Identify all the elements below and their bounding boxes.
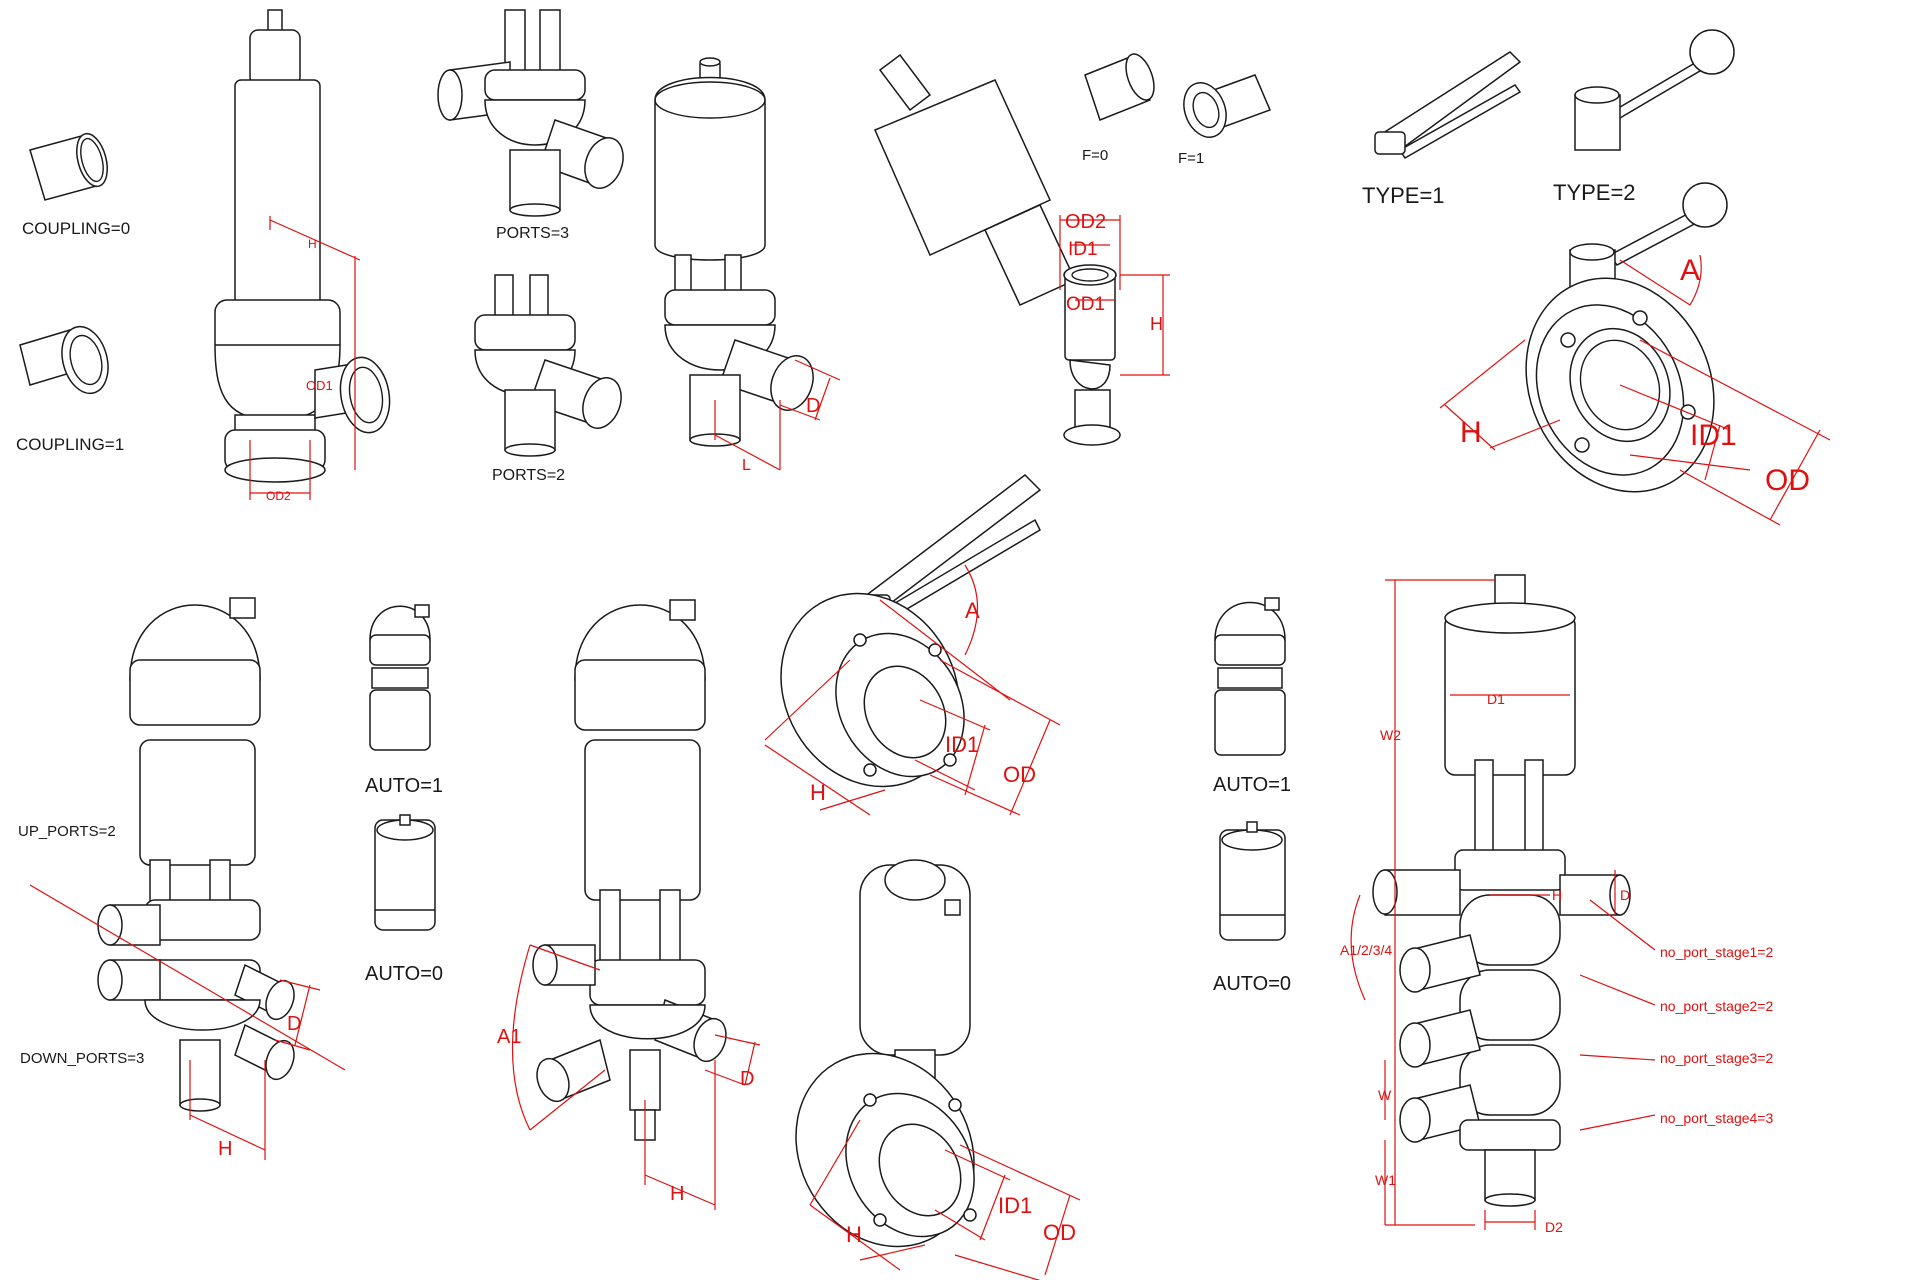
- double-seat-valve-2-dims: [511, 944, 761, 1210]
- double-seat-2-d-label: D: [740, 1068, 754, 1090]
- type-1-label: TYPE=1: [1362, 183, 1445, 208]
- coupling-1-label: COUPLING=1: [16, 435, 124, 454]
- auto-1-label-a: AUTO=1: [365, 775, 443, 797]
- tall-valve-od2-label: OD2: [266, 489, 291, 503]
- ports-2-label: PORTS=2: [492, 467, 565, 484]
- multi-stage-w2-label: W2: [1380, 727, 1401, 743]
- butterfly-valve-top-drawing: [1525, 182, 1728, 493]
- multi-stage-w1-label: W1: [1375, 1172, 1396, 1188]
- multi-stage-valve-drawing: [1372, 574, 1631, 1207]
- auto-0-label-b: AUTO=0: [1213, 973, 1291, 995]
- stage-2-label: no_port_stage2=2: [1660, 998, 1773, 1014]
- angle-valve-id1-label: ID1: [1068, 239, 1098, 260]
- double-seat-valve-drawing: [97, 597, 295, 1112]
- angle-valve-h-label: H: [1150, 314, 1163, 334]
- ports-3-label: PORTS=3: [496, 225, 569, 242]
- double-seat-2-a1-label: A1: [497, 1026, 521, 1048]
- actuated-butterfly-id1-label: ID1: [998, 1193, 1032, 1218]
- stage-1-label: no_port_stage1=2: [1660, 944, 1773, 960]
- actuated-valve-dims: [714, 359, 841, 471]
- double-seat-d-label: D: [287, 1013, 301, 1035]
- actuated-valve-d-label: D: [806, 395, 820, 417]
- multi-stage-d-label: D: [1620, 887, 1630, 903]
- auto-0-actuator-a: [374, 814, 436, 931]
- butterfly-valve-lever-dims: [764, 564, 1061, 816]
- up-ports-label: UP_PORTS=2: [18, 823, 116, 840]
- angle-valve-od1-label: OD1: [1066, 294, 1105, 315]
- multi-stage-d1-label: D1: [1487, 691, 1505, 707]
- butterfly-lever-id1-label: ID1: [945, 732, 979, 757]
- tall-valve-dims: [249, 216, 361, 500]
- tall-valve-drawing: [214, 9, 391, 483]
- angle-valve-dims: [1059, 215, 1170, 376]
- butterfly-top-a-label: A: [1680, 254, 1700, 287]
- actuated-butterfly-valve-drawing: [795, 859, 977, 1248]
- tall-valve-h-label: H: [308, 237, 317, 251]
- multi-stage-valve-dims: [1350, 579, 1656, 1230]
- stage-4-label: no_port_stage4=3: [1660, 1110, 1773, 1126]
- butterfly-top-h-label: H: [1460, 416, 1482, 449]
- butterfly-lever-a-label: A: [965, 598, 980, 623]
- butterfly-lever-od-label: OD: [1003, 762, 1036, 787]
- auto-1-label-b: AUTO=1: [1213, 774, 1291, 796]
- coupling-0-part: [29, 132, 108, 201]
- butterfly-lever-h-label: H: [810, 780, 826, 805]
- f-1-part: [1183, 74, 1272, 138]
- butterfly-valve-lever-drawing: [780, 474, 1042, 788]
- ports-3-valve-drawing: [437, 9, 624, 217]
- actuated-butterfly-od-label: OD: [1043, 1220, 1076, 1245]
- actuated-valve-l-label: L: [742, 457, 751, 474]
- butterfly-top-id1-label: ID1: [1690, 419, 1737, 452]
- actuated-butterfly-valve-dims: [809, 1119, 1081, 1280]
- auto-1-actuator-b: [1214, 597, 1286, 756]
- auto-0-label-a: AUTO=0: [365, 963, 443, 985]
- down-ports-label: DOWN_PORTS=3: [20, 1050, 144, 1067]
- stage-3-label: no_port_stage3=2: [1660, 1050, 1773, 1066]
- angle-valve-drawing: [874, 53, 1121, 446]
- handle-type-1-part: [1374, 51, 1522, 160]
- actuated-butterfly-h-label: H: [846, 1222, 862, 1247]
- double-seat-valve-2-drawing: [532, 599, 727, 1141]
- ports-2-valve-drawing: [474, 274, 622, 457]
- multi-stage-a1234-label: A1/2/3/4: [1340, 942, 1392, 958]
- double-seat-2-h-label: H: [670, 1183, 684, 1205]
- f-0-label: F=0: [1082, 147, 1108, 164]
- multi-stage-h-label: H: [1552, 887, 1562, 903]
- multi-stage-d2-label: D2: [1545, 1219, 1563, 1235]
- coupling-1-part: [19, 325, 109, 395]
- type-2-label: TYPE=2: [1553, 180, 1636, 205]
- f-1-label: F=1: [1178, 150, 1204, 167]
- multi-stage-w-label: W: [1378, 1087, 1392, 1103]
- angle-valve-od2-label: OD2: [1065, 211, 1106, 233]
- auto-0-actuator-b: [1219, 821, 1286, 941]
- butterfly-top-od-label: OD: [1765, 464, 1810, 497]
- butterfly-valve-top-dims: [1439, 254, 1831, 526]
- actuated-valve-drawing: [654, 57, 814, 447]
- auto-1-actuator-a: [369, 604, 431, 751]
- double-seat-valve-dims: [29, 884, 346, 1160]
- f-0-part: [1084, 53, 1155, 121]
- double-seat-h-label: H: [218, 1138, 232, 1160]
- tall-valve-od1-label: OD1: [306, 378, 333, 393]
- coupling-0-label: COUPLING=0: [22, 219, 130, 238]
- handle-type-2-part: [1574, 29, 1735, 151]
